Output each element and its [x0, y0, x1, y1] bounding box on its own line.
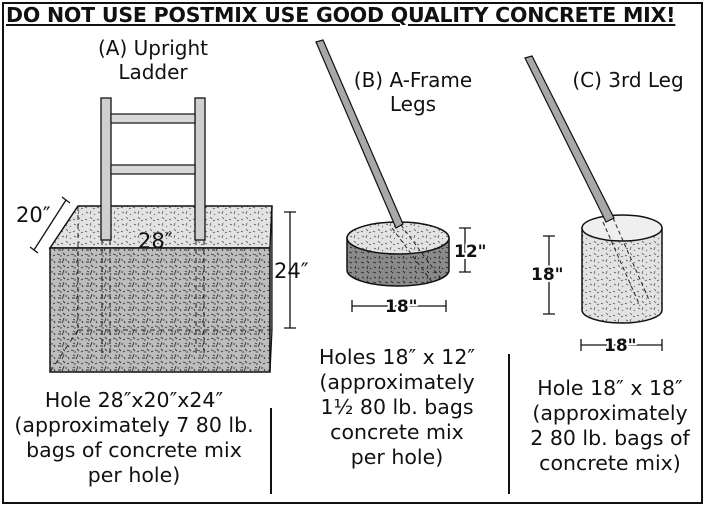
panel-b-dimensions — [351, 227, 471, 312]
panel-c-height-dim: 18" — [531, 265, 564, 285]
panel-b-leg — [315, 39, 404, 229]
panel-c-dimensions — [543, 235, 663, 351]
panel-c-leg — [524, 55, 615, 223]
panel-b-height-dim: 12" — [454, 242, 487, 262]
panel-c-title: (C) 3rd Leg — [553, 68, 703, 92]
panel-a-height-dim: 24″ — [274, 259, 309, 283]
panel-b-caption-line: Holes 18″ x 12″ — [318, 345, 476, 369]
panel-b-caption-line: per hole) — [350, 445, 444, 469]
panel-a-title: (A) Upright Ladder — [58, 36, 248, 85]
panel-a-width-dim: 28″ — [138, 229, 173, 253]
panel-c-title-line: (C) 3rd Leg — [572, 68, 684, 92]
panel-b-caption-line: 1½ 80 lb. bags — [320, 395, 474, 419]
panel-c-caption-line: Hole 18″ x 18″ — [537, 376, 683, 400]
warning-banner: DO NOT USE POSTMIX USE GOOD QUALITY CONC… — [6, 3, 676, 27]
panel-c-caption-line: (approximately — [532, 401, 688, 425]
panel-b-title-line: Legs — [389, 92, 437, 117]
panel-a-caption-line: Hole 28″x20″x24″ — [44, 388, 224, 412]
panel-a-caption: Hole 28″x20″x24″ (approximately 7 80 lb.… — [6, 388, 262, 488]
panel-b-caption-line: concrete mix — [330, 420, 464, 444]
panel-b-title-line: (B) A-Frame — [353, 68, 473, 92]
panel-a-caption-line: bags of concrete mix — [26, 438, 242, 462]
panel-b-caption: Holes 18″ x 12″ (approximately 1½ 80 lb.… — [300, 345, 494, 470]
panel-c-width-dim: 18" — [604, 336, 637, 356]
ladder — [100, 97, 206, 356]
panel-a-depth-dim: 20″ — [16, 203, 51, 227]
panel-b-cylinder — [346, 221, 450, 287]
panel-a-title-line: Ladder — [118, 60, 188, 85]
panel-c-caption-line: concrete mix) — [539, 451, 681, 475]
panel-b-width-dim: 18" — [385, 297, 418, 317]
divider-a-b — [270, 408, 272, 494]
panel-c-caption: Hole 18″ x 18″ (approximately 2 80 lb. b… — [520, 376, 700, 476]
panel-b-title: (B) A-Frame Legs — [333, 68, 493, 117]
panel-c-caption-line: 2 80 lb. bags of — [530, 426, 690, 450]
panel-b-caption-line: (approximately — [319, 370, 475, 394]
panel-a-dimensions — [29, 196, 296, 329]
divider-b-c — [508, 354, 510, 494]
panel-c-cylinder — [581, 214, 663, 324]
panel-a-title-line: (A) Upright — [98, 36, 208, 60]
panel-a-caption-line: per hole) — [87, 463, 181, 487]
panel-a-caption-line: (approximately 7 80 lb. — [14, 413, 254, 437]
